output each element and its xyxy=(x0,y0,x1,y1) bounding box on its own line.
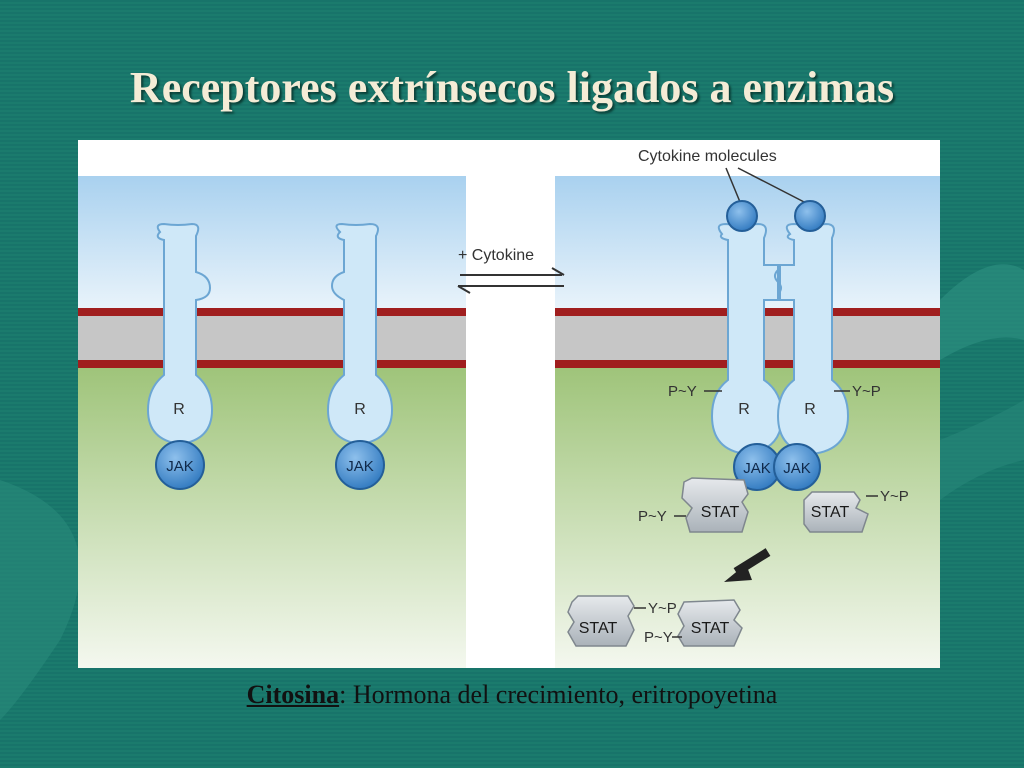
phospho-py-label: P~Y xyxy=(638,508,667,525)
cytokine-molecule xyxy=(794,200,826,232)
jak-label: JAK xyxy=(743,460,771,477)
caption-text: : Hormona del crecimiento, eritropoyetin… xyxy=(339,680,778,709)
jak-label: JAK xyxy=(346,458,374,475)
slide-title: Receptores extrínsecos ligados a enzimas xyxy=(129,63,895,112)
left-panel xyxy=(78,176,466,668)
receptor-label: R xyxy=(173,401,185,418)
stat-label: STAT xyxy=(811,504,850,521)
phospho-py-label: P~Y xyxy=(668,383,697,400)
phospho-yp-label: Y~P xyxy=(880,488,909,505)
stat-dimer: STAT Y~P STAT P~Y xyxy=(567,595,743,647)
jak-kinase xyxy=(773,443,821,491)
translocation-arrow xyxy=(724,548,771,582)
phospho-yp-label: Y~P xyxy=(852,383,881,400)
receptor-label: R xyxy=(354,401,366,418)
receptor-dimer: R R P~Y Y~P JAK JAK xyxy=(668,200,881,491)
jak-label: JAK xyxy=(166,458,194,475)
plus-cytokine-label: + Cytokine xyxy=(458,247,534,264)
stat-label: STAT xyxy=(691,620,730,637)
membrane-left xyxy=(78,312,466,364)
jak-kinase xyxy=(335,440,385,490)
phospho-py-label: P~Y xyxy=(644,629,673,646)
jak-kinase xyxy=(155,440,205,490)
caption-term: Citosina xyxy=(246,680,340,709)
cytokine-molecules-label: Cytokine molecules xyxy=(638,148,777,165)
receptor-left-1: R JAK xyxy=(146,222,214,490)
phospho-yp-label: Y~P xyxy=(648,600,677,617)
cytokine-molecule xyxy=(726,200,758,232)
stat-label: STAT xyxy=(579,620,618,637)
stat-pair-bound: STAT P~Y STAT Y~P xyxy=(638,477,909,533)
jak-label: JAK xyxy=(783,460,811,477)
jak-stat-diagram: R JAK R JAK + Cytokine Cytokine molecule… xyxy=(78,140,940,668)
slide-caption: Citosina: Hormona del crecimiento, eritr… xyxy=(0,680,1024,710)
receptor-label: R xyxy=(738,401,750,418)
stat-label: STAT xyxy=(701,504,740,521)
receptor-left-2: R JAK xyxy=(326,222,394,490)
equilibrium-arrows: + Cytokine xyxy=(457,247,565,294)
receptor-label: R xyxy=(804,401,816,418)
